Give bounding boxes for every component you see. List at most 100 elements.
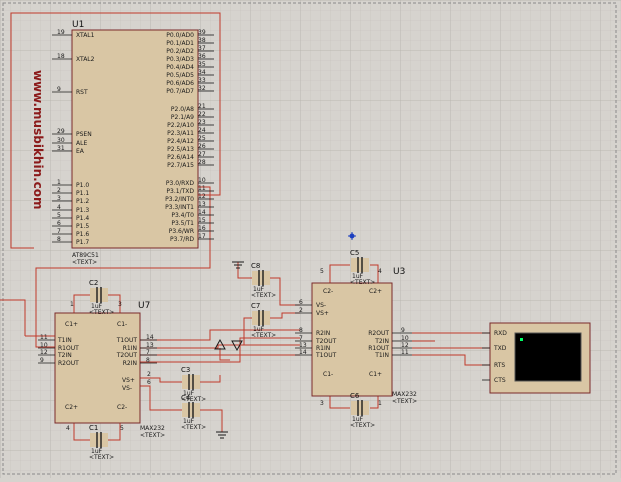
cap-ref: C5: [350, 249, 359, 257]
u7-pin-name: T1IN: [57, 337, 72, 344]
u1-pin-num: 21: [198, 103, 206, 110]
u1-pin-num: 1: [57, 179, 61, 186]
terminal-led: [520, 338, 523, 341]
u1-pin-name: RST: [76, 89, 88, 96]
origin-marker: [348, 232, 356, 240]
u3-pin-num: 11: [401, 349, 409, 356]
cap-ref: C4: [181, 394, 191, 402]
u3-c2m: C2-: [323, 288, 333, 295]
u3-pin-name: R1IN: [316, 345, 330, 352]
terminal-screen: [514, 332, 582, 382]
u7-pin-name: T1OUT: [116, 337, 138, 344]
cap-ref: C6: [350, 392, 360, 400]
u7-c2p: C2+: [65, 404, 78, 411]
u1-pin-num: 13: [198, 201, 206, 208]
u1-pin-num: 17: [198, 233, 206, 240]
u7-pin-c2m-num: 5: [120, 425, 124, 432]
u3-pin-num: 8: [299, 327, 303, 334]
cap-value: 1uF: [352, 416, 364, 423]
u1-pin-name: P0.1/AD1: [166, 40, 194, 47]
u1-pin-name: P2.3/A11: [167, 130, 194, 137]
u1-pin-num: 10: [198, 177, 206, 184]
u1-pin-num: 29: [57, 128, 65, 135]
u1-pin-name: P3.1/TXD: [166, 188, 194, 195]
u1-pin-name: P1.6: [76, 231, 89, 238]
u7-pin-name: R2IN: [123, 360, 137, 367]
u3-part: MAX232: [392, 391, 417, 398]
u3-text: <TEXT>: [392, 398, 417, 405]
u1-pin-name: P1.1: [76, 190, 89, 197]
u1-pin-num: 9: [57, 86, 61, 93]
u1-pin-name: P3.7/RD: [170, 236, 194, 243]
u3-pin-name: VS-: [316, 302, 326, 309]
cap-body: [351, 258, 369, 272]
u1-pin-num: 7: [57, 228, 61, 235]
u1-pin-name: P2.1/A9: [171, 114, 194, 121]
u1-pin-num: 22: [198, 111, 206, 118]
u3-pin-num: 10: [401, 335, 409, 342]
u7-pin-num: 13: [146, 342, 154, 349]
u7-max232[interactable]: U7 MAX232 <TEXT> C1+ C1- C2+ C2- VS+ VS-…: [38, 301, 165, 439]
cap-body: [252, 271, 270, 285]
u1-pin-name: P0.4/AD4: [166, 64, 194, 71]
u7-pin-name: R2OUT: [58, 360, 79, 367]
watermark: www.musbikhin.com: [31, 70, 45, 210]
u1-pin-num: 14: [198, 209, 206, 216]
u7-pin-num: 11: [40, 334, 48, 341]
terminal-pin-txd: TXD: [493, 345, 507, 352]
cap-body: [252, 311, 270, 325]
u7-pin-c1p-num: 1: [70, 301, 74, 308]
u1-pin-num: 2: [57, 187, 61, 194]
u3-max232[interactable]: U3 MAX232 <TEXT> C2- C2+ C1- C1+ 5 4 3 1…: [295, 267, 417, 407]
u1-pin-num: 23: [198, 119, 206, 126]
cap-value: 1uF: [183, 390, 195, 397]
cap-text: <TEXT>: [89, 309, 114, 316]
u7-vsm: VS-: [122, 385, 132, 392]
u7-pin-name: T2OUT: [116, 352, 138, 359]
u1-pin-name: P0.7/AD7: [166, 88, 194, 95]
u7-c1p: C1+: [65, 321, 78, 328]
u3-pin-name: R1OUT: [368, 345, 389, 352]
cap-ref: C3: [181, 366, 190, 374]
cap-value: 1uF: [352, 273, 364, 280]
u3-pin-name: T2IN: [374, 338, 389, 345]
u3-pin-name: T2OUT: [315, 338, 337, 345]
u7-text: <TEXT>: [140, 432, 165, 439]
u3-pin-name: T1OUT: [315, 352, 337, 359]
u1-pin-name: P0.5/AD5: [166, 72, 194, 79]
u1-body: [71, 29, 199, 249]
u1-pin-name: P0.2/AD2: [166, 48, 194, 55]
u1-pin-name: PSEN: [76, 131, 92, 138]
u3-pin-c2m-num: 5: [320, 268, 324, 275]
u7-pin-c2p-num: 4: [66, 425, 70, 432]
cap-text: <TEXT>: [251, 292, 276, 299]
ground-symbol-1: [232, 261, 244, 269]
u1-pin-name: P2.2/A10: [167, 122, 194, 129]
cap-ref: C7: [251, 302, 260, 310]
u1-pin-name: P1.7: [76, 239, 89, 246]
u1-pin-num: 16: [198, 225, 206, 232]
u1-pin-name: P0.6/AD6: [166, 80, 194, 87]
u3-c1p: C1+: [369, 371, 382, 378]
cap-value: 1uF: [91, 303, 103, 310]
u7-pin-vsm-num: 6: [147, 379, 151, 386]
u1-pin-name: P3.2/INT0: [165, 196, 194, 203]
u1-pin-name: P0.3/AD3: [166, 56, 194, 63]
u3-pin-name: T1IN: [374, 352, 389, 359]
u3-pin-num: 12: [401, 342, 409, 349]
u1-pin-num: 11: [198, 185, 206, 192]
